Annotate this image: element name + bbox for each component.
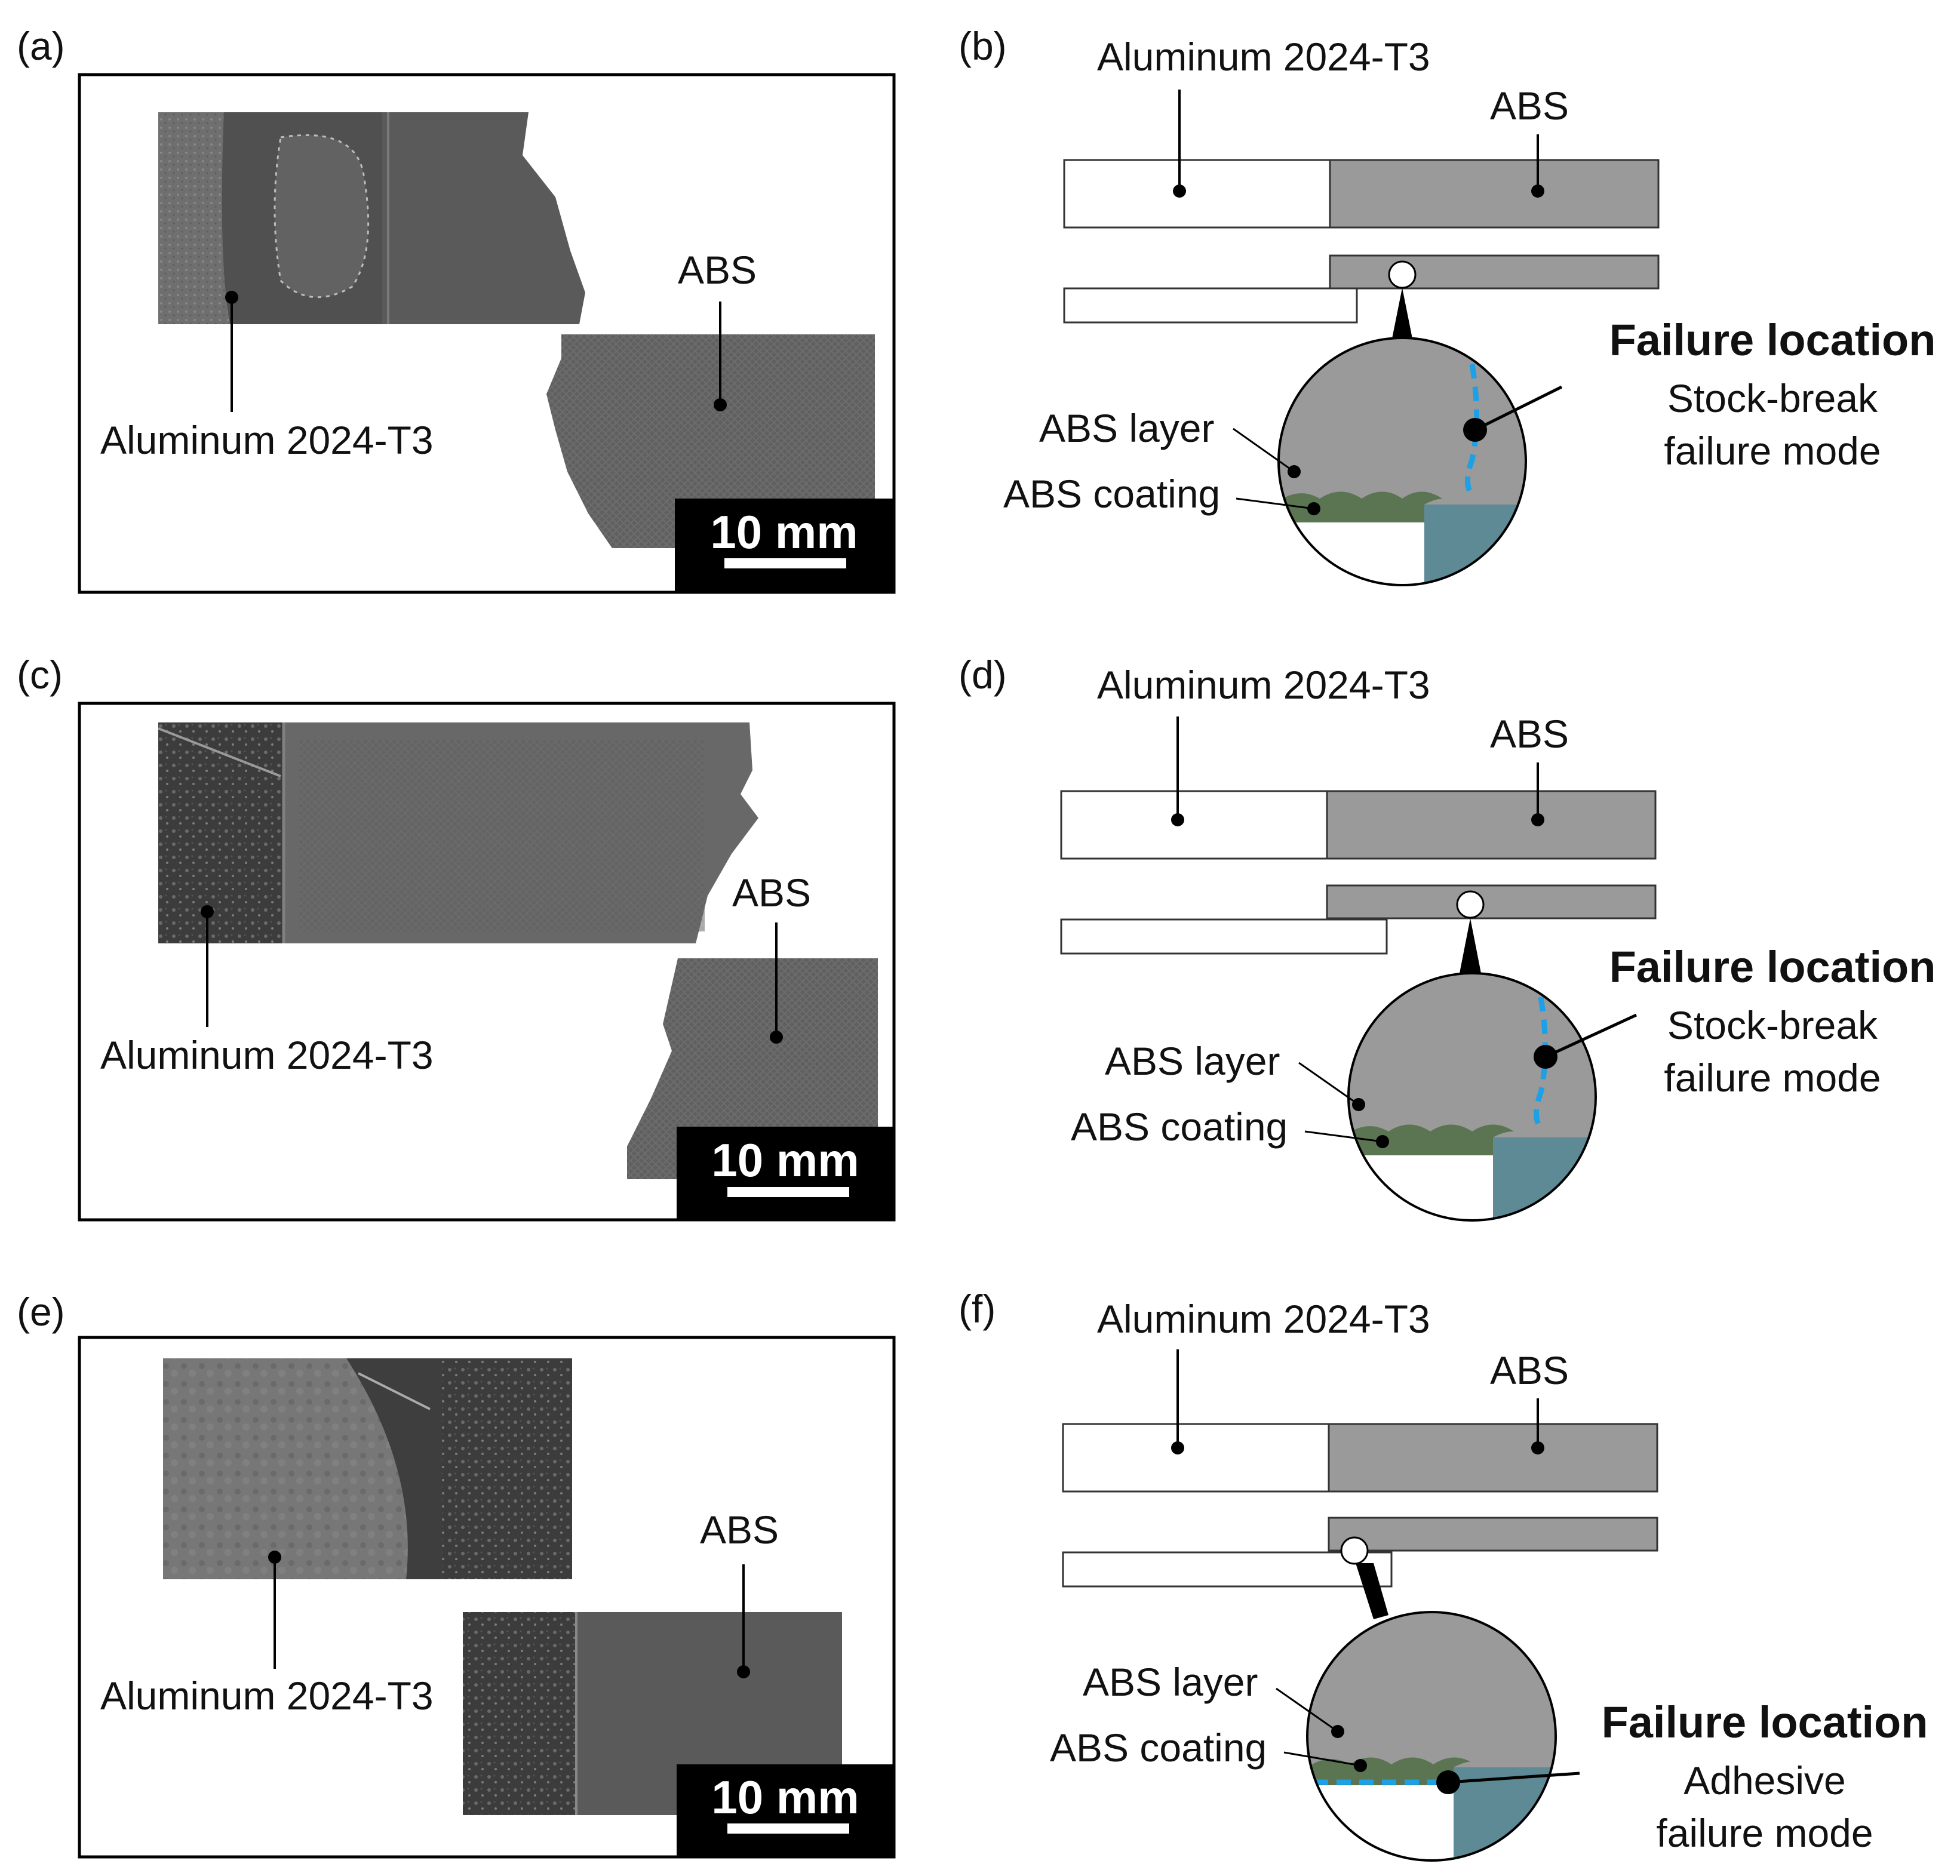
failure-location-title: Failure location (1609, 315, 1936, 365)
zoom-pointer (1460, 918, 1481, 973)
failure-location-title: Failure location (1609, 942, 1936, 992)
panel-a-photo: (a) Aluminum 2024-T3 ABS 10 mm (17, 24, 896, 594)
abs-callout (714, 302, 727, 411)
abs-label: ABS (1490, 1348, 1569, 1392)
aluminum-label: Aluminum 2024-T3 (100, 1674, 434, 1718)
aluminum-bar-side (1063, 287, 1358, 324)
aluminum-bar-top (1062, 1423, 1330, 1493)
aluminum-label: Aluminum 2024-T3 (100, 418, 434, 462)
failure-location-title: Failure location (1602, 1697, 1928, 1747)
aluminum-label: Aluminum 2024-T3 (1097, 1297, 1430, 1341)
failure-mode-line2: failure mode (1664, 1056, 1881, 1100)
abs-layer-label: ABS layer (1083, 1660, 1258, 1704)
abs-specimen-photo (627, 958, 878, 1179)
magnified-view (1277, 337, 1527, 586)
abs-bar-side (1328, 1517, 1658, 1552)
aluminum-callout (201, 905, 214, 1027)
zoom-pointer (1356, 1563, 1388, 1619)
aluminum-specimen-photo (158, 722, 758, 943)
abs-layer-label: ABS layer (1039, 406, 1214, 450)
zoom-region-marker (1456, 890, 1485, 919)
magnified-view (1306, 1611, 1557, 1862)
failure-mode-line2: failure mode (1656, 1811, 1873, 1855)
panel-f-schematic: (f) Aluminum 2024-T3 ABS A (959, 1287, 1928, 1862)
aluminum-bar-side (1060, 918, 1388, 955)
panel-letter: (a) (17, 24, 65, 68)
aluminum-label: Aluminum 2024-T3 (1097, 663, 1430, 707)
abs-label: ABS (1490, 712, 1569, 756)
aluminum-bar-top (1060, 790, 1328, 860)
aluminum-label: Aluminum 2024-T3 (1097, 35, 1430, 79)
scale-bar: 10 mm (677, 1764, 894, 1857)
aluminum-region (1307, 1785, 1454, 1860)
scale-bar-label: 10 mm (711, 1134, 859, 1186)
failure-mode-line1: Stock-break (1667, 1003, 1878, 1047)
failure-mode-line1: Stock-break (1667, 376, 1878, 420)
abs-coating-label: ABS coating (1003, 472, 1220, 516)
abs-bar-side (1329, 254, 1660, 290)
abs-coating-region (1279, 491, 1442, 525)
abs-callout (770, 922, 783, 1044)
zoom-region-marker (1388, 260, 1417, 289)
aluminum-bar-top (1063, 159, 1331, 229)
abs-coating-label: ABS coating (1071, 1105, 1288, 1149)
aluminum-specimen-photo (158, 112, 585, 324)
magnified-view (1347, 972, 1597, 1222)
zoom-region-marker (1340, 1536, 1369, 1565)
abs-coating-region (1348, 1124, 1514, 1158)
abs-label: ABS (1490, 84, 1569, 128)
panel-d-schematic: (d) Aluminum 2024-T3 ABS A (959, 653, 1936, 1222)
panel-c-photo: (c) Aluminum 2024-T3 ABS 10 mm (17, 653, 896, 1222)
failure-line (1534, 997, 1548, 1130)
aluminum-specimen-photo (163, 1358, 572, 1579)
abs-specimen-photo (546, 334, 875, 548)
panel-letter: (b) (959, 24, 1007, 68)
aluminum-edge-region (1493, 1137, 1596, 1220)
panel-letter: (f) (959, 1287, 996, 1331)
panel-letter: (c) (17, 653, 63, 697)
aluminum-callout (268, 1551, 281, 1669)
aluminum-label: Aluminum 2024-T3 (100, 1033, 434, 1077)
abs-bar-top (1328, 1423, 1658, 1493)
scale-bar: 10 mm (677, 1127, 894, 1220)
failure-mode-line1: Adhesive (1683, 1758, 1846, 1803)
abs-coating-label: ABS coating (1050, 1726, 1267, 1770)
abs-callout (737, 1564, 750, 1678)
panel-b-schematic: (b) Aluminum 2024-T3 ABS (959, 24, 1936, 586)
abs-bar-top (1329, 159, 1660, 229)
failure-line (1465, 364, 1479, 497)
panel-e-photo: (e) Aluminum 2024-T3 ABS 10 mm (17, 1290, 896, 1859)
scale-bar-label: 10 mm (711, 1771, 859, 1823)
failure-mode-line2: failure mode (1664, 429, 1881, 473)
abs-label: ABS (678, 248, 757, 292)
abs-label: ABS (700, 1508, 779, 1552)
abs-label: ABS (732, 871, 811, 915)
abs-bar-side (1326, 884, 1657, 919)
scale-bar-label: 10 mm (710, 506, 858, 558)
abs-layer-label: ABS layer (1105, 1039, 1280, 1083)
aluminum-callout (225, 291, 238, 412)
panel-letter: (e) (17, 1290, 65, 1334)
aluminum-bar-side (1062, 1551, 1393, 1588)
panel-letter: (d) (959, 653, 1007, 697)
zoom-pointer (1391, 288, 1413, 342)
scale-bar: 10 mm (675, 499, 894, 592)
abs-bar-top (1326, 790, 1657, 860)
